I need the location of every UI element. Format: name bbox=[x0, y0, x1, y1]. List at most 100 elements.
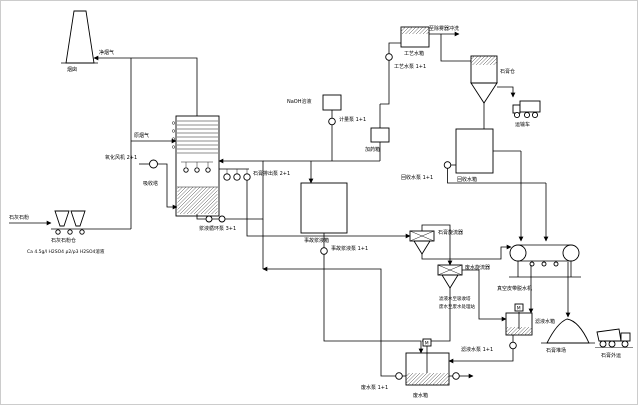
silo-funnel bbox=[470, 82, 498, 104]
absorber-tube-ends bbox=[171, 121, 176, 149]
hc1-overflow bbox=[421, 224, 453, 266]
waste-return-pipe bbox=[262, 266, 396, 377]
waste-water: M 废水泵 1+1 废水箱 bbox=[262, 266, 474, 399]
waste-agitator-motor bbox=[422, 338, 432, 347]
naoh-pump-icon bbox=[328, 117, 336, 126]
gypsum-pump-icon-2 bbox=[233, 173, 241, 181]
clean-gas-duct bbox=[93, 55, 198, 116]
recovery-tank bbox=[455, 128, 494, 174]
motor-symbol-2: M bbox=[425, 341, 429, 347]
transport-truck: 运输车 bbox=[512, 100, 541, 128]
emergency-pump-icon bbox=[320, 247, 328, 255]
emergency-pump-label: 事故浆液泵 1+1 bbox=[331, 245, 368, 252]
oxid-fan-label: 氧化风机 2+1 bbox=[105, 154, 137, 161]
waste-tank-label: 废水箱 bbox=[413, 392, 428, 399]
recovery-pump-icon bbox=[443, 161, 452, 169]
absorber-label: 吸收塔 bbox=[143, 180, 158, 187]
waste-pump-label: 废水泵 1+1 bbox=[361, 384, 388, 391]
naoh-label: NaOH溶液 bbox=[287, 98, 312, 105]
absorber: 吸收塔 bbox=[143, 115, 220, 217]
hc1-cone bbox=[413, 240, 431, 255]
recovery-water: 回收水箱 回收水泵 1+1 bbox=[401, 128, 546, 184]
filtrate-pump-icon bbox=[509, 341, 517, 350]
emergency-tank-label: 事故浆液箱 bbox=[304, 237, 329, 244]
additive-dosing: 加药箱 bbox=[365, 104, 390, 161]
filtrate-return bbox=[448, 348, 514, 364]
dump-truck: 石膏外运 bbox=[595, 328, 633, 359]
oxid-air-pipe bbox=[158, 163, 178, 210]
stack: 烟囱 bbox=[61, 10, 98, 73]
circ-pump-icon-1 bbox=[205, 215, 213, 223]
recovery-pump-label: 回收水泵 1+1 bbox=[401, 174, 433, 181]
transport-truck-label: 运输车 bbox=[515, 121, 530, 128]
process-pump-label: 工艺水泵 1+1 bbox=[394, 63, 426, 70]
belt-filter-label: 真空皮带脱水机 bbox=[497, 285, 532, 292]
hc2-overflow bbox=[462, 269, 507, 322]
circ-pumps-label: 浆液循环泵 3+1 bbox=[199, 225, 236, 232]
gypsum-feed-pipe bbox=[246, 180, 411, 239]
gypsum-pump-icon-3 bbox=[243, 173, 251, 181]
absorber-slurry-pool bbox=[177, 187, 218, 214]
process-tank-label: 工艺水箱 bbox=[404, 50, 424, 57]
limestone-feed: 石灰石粉 石灰石粉仓 Ca 4.5g/l H2SO4 ρ2/ρ3 H2SO4溶液 bbox=[9, 210, 105, 255]
note-wastewater: 废水至废水处理站 bbox=[439, 303, 475, 310]
spray-nozzles bbox=[181, 161, 213, 173]
filtrate-water: M 滤液水箱 滤液水泵 1+1 滤液水至吸收塔 废水至废水处理站 bbox=[439, 265, 555, 364]
gypsum-discharge: 石膏排出泵 2+1 bbox=[219, 168, 411, 239]
oxidation-fan: 氧化风机 2+1 bbox=[105, 154, 178, 210]
hc2-underflow bbox=[422, 288, 451, 342]
hc1-underflow bbox=[421, 244, 512, 260]
motor-symbol-1: M bbox=[517, 306, 521, 312]
circulation-loop: 浆液循环泵 3+1 bbox=[196, 158, 264, 269]
to-flush-label: 至除雾器冲洗 bbox=[429, 25, 459, 32]
filtrate-pump-label: 滤液水泵 1+1 bbox=[461, 346, 493, 353]
stack-label: 烟囱 bbox=[67, 66, 77, 73]
dosing-tank bbox=[370, 127, 390, 143]
dump-cab bbox=[620, 332, 631, 342]
waste-pump-icon-left bbox=[395, 372, 403, 380]
limestone-in-label: 石灰石粉 bbox=[9, 214, 29, 221]
gypsum-silo-group: 石膏仓 运输车 bbox=[470, 55, 541, 129]
naoh-pump-label: 计量泵 1+1 bbox=[339, 116, 366, 123]
dosing-tank-label: 加药箱 bbox=[365, 146, 380, 153]
hydrocyclone-2: 废水旋流器 bbox=[422, 264, 507, 342]
filtrate-tank-label: 滤液水箱 bbox=[535, 318, 555, 325]
hc2-cone bbox=[441, 274, 459, 289]
recovery-discharge bbox=[447, 168, 546, 184]
hopper-1 bbox=[54, 210, 70, 227]
waste-pump-icon-right bbox=[452, 372, 460, 380]
gypsum-pump-icon-1 bbox=[223, 173, 231, 181]
truck-cab bbox=[512, 104, 521, 114]
hc1-label: 石膏旋流器 bbox=[438, 229, 463, 236]
dump-truck-label: 石膏外运 bbox=[601, 352, 621, 359]
oxid-fan-icon bbox=[149, 159, 158, 169]
gypsum-silo-label: 石膏仓 bbox=[500, 68, 515, 75]
process-water: 工艺水箱 工艺水泵 1+1 至除雾器冲洗 bbox=[380, 25, 471, 105]
naoh-tank bbox=[322, 94, 342, 111]
circ-pump-icon-2 bbox=[218, 215, 226, 223]
absorber-tube-bank bbox=[177, 120, 218, 154]
gas-ducts: 净烟气 原烟气 bbox=[89, 49, 198, 230]
hopper-2 bbox=[70, 210, 86, 227]
truck-box bbox=[519, 100, 541, 113]
gypsum-pile-label: 石膏堆场 bbox=[546, 347, 566, 354]
belt-filter: 真空皮带脱水机 bbox=[497, 151, 581, 292]
gypsum-stockpile: 石膏堆场 石膏外运 bbox=[541, 262, 633, 359]
emergency-slurry: 事故浆液箱 事故浆液泵 1+1 bbox=[300, 182, 424, 354]
hydrocyclone-1: 石膏旋流器 bbox=[409, 224, 512, 266]
clean-gas-label: 净烟气 bbox=[99, 49, 114, 56]
emergency-out-pipe bbox=[323, 233, 424, 354]
silo-feed-pipe bbox=[440, 34, 471, 62]
naoh-dosing: NaOH溶液 计量泵 1+1 bbox=[263, 94, 380, 184]
dump-bed bbox=[596, 328, 622, 342]
emergency-tank bbox=[300, 182, 348, 234]
gypsum-pumps-label: 石膏排出泵 2+1 bbox=[253, 170, 290, 177]
gypsum-pile bbox=[546, 318, 590, 344]
stack-body bbox=[65, 10, 95, 64]
recovery-tank-label: 回收水箱 bbox=[457, 176, 477, 183]
filtrate-agitator-motor bbox=[514, 303, 524, 312]
limestone-silo-label: 石灰石粉仓 bbox=[51, 237, 76, 244]
belt-roller-right bbox=[562, 244, 580, 262]
design-note: Ca 4.5g/l H2SO4 ρ2/ρ3 H2SO4溶液 bbox=[27, 248, 105, 255]
